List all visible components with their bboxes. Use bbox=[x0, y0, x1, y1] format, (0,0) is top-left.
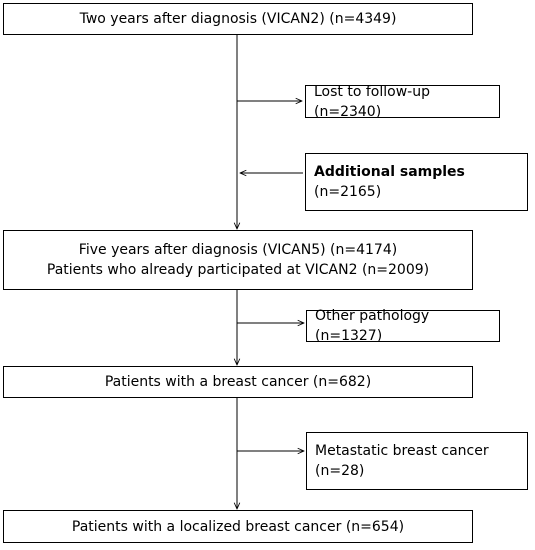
box-breast-text: Patients with a breast cancer (n=682) bbox=[104, 374, 372, 390]
box-vican5-line2: Patients who already participated at VIC… bbox=[46, 262, 430, 278]
box-other-text: Other pathology (n=1327) bbox=[315, 308, 430, 344]
box-additional-samples: Additional samples (n=2165) bbox=[305, 153, 528, 211]
box-vican5: Five years after diagnosis (VICAN5) (n=4… bbox=[3, 230, 473, 290]
box-vican2: Two years after diagnosis (VICAN2) (n=43… bbox=[3, 3, 473, 35]
box-metastatic-line2: (n=28) bbox=[315, 463, 365, 479]
box-localized-text: Patients with a localized breast cancer … bbox=[71, 518, 405, 535]
box-other-pathology: Other pathology (n=1327) bbox=[306, 308, 500, 344]
box-lost-to-follow-up: Lost to follow-up (n=2340) bbox=[305, 84, 500, 120]
box-vican5-line1: Five years after diagnosis (VICAN5) (n=4… bbox=[78, 242, 398, 258]
box-lost-text: Lost to follow-up (n=2340) bbox=[314, 83, 430, 120]
box-localized-breast-cancer: Patients with a localized breast cancer … bbox=[3, 510, 473, 543]
box-metastatic-line1: Metastatic breast cancer bbox=[315, 443, 489, 459]
box-metastatic: Metastatic breast cancer (n=28) bbox=[306, 432, 528, 490]
box-breast-cancer: Patients with a breast cancer (n=682) bbox=[3, 366, 473, 398]
box-vican2-text: Two years after diagnosis (VICAN2) (n=43… bbox=[79, 11, 397, 27]
box-additional-title: Additional samples bbox=[314, 164, 465, 180]
box-additional-text: (n=2165) bbox=[314, 184, 382, 200]
